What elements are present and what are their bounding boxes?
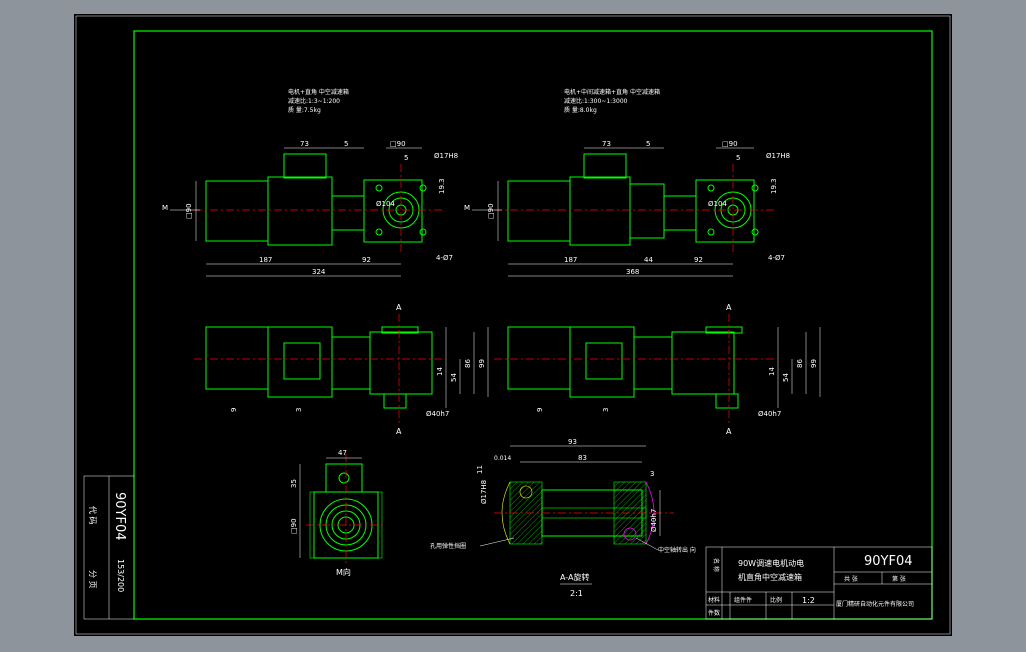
tb-total: 共 张: [844, 575, 858, 583]
ml-d86: 86: [464, 359, 472, 368]
tb-name-label: 名 称: [712, 558, 720, 572]
side-code: 90YF04: [112, 492, 127, 541]
mr-d99: 99: [810, 359, 818, 368]
ml-bore: Ø40h7: [426, 410, 449, 418]
tr-arrow: M: [464, 204, 470, 212]
tl-note-2: 减速比:1:3~1:200: [288, 97, 340, 105]
tl-box: □90: [390, 140, 406, 148]
ml-d3: 3: [295, 408, 303, 412]
tb-count: 件数: [708, 609, 720, 617]
m-view: 47 35 □90 M向: [290, 449, 386, 577]
drawing-sheet: 90YF04 153/200 代 码 分 页 电机+直角 中空减速箱 减速比:1…: [74, 14, 952, 636]
tl-d92: 92: [362, 256, 371, 264]
mr-d14: 14: [768, 367, 776, 376]
tb-sheet: 第 张: [892, 575, 906, 583]
tr-d368: 368: [626, 268, 639, 276]
middle-left-view: A A 9 3 14 54 86 99 Ø40h7: [194, 303, 489, 436]
tb-scale-label: 比例: [770, 596, 782, 604]
cad-drawing: 90YF04 153/200 代 码 分 页 电机+直角 中空减速箱 减速比:1…: [75, 15, 951, 635]
tl-d5: 5: [344, 140, 348, 148]
tl-depth: 19.3: [438, 178, 446, 194]
mr-bore: Ø40h7: [758, 410, 781, 418]
tl-holes: 4-Ø7: [436, 254, 453, 262]
side-strip: 90YF04 153/200 代 码 分 页: [83, 475, 134, 620]
middle-right-view: A A 9 3 14 54 86 99 Ø40h7: [494, 303, 821, 436]
m-d47: 47: [338, 449, 347, 457]
aa-leader-right: 中空轴转出 向: [658, 546, 696, 554]
tr-holes: 4-Ø7: [768, 254, 785, 262]
side-label-page: 分 页: [88, 570, 97, 589]
aa-bore: Ø40h7: [650, 509, 658, 532]
tl-key: 5: [404, 154, 408, 162]
mr-d54: 54: [782, 373, 790, 382]
tr-note-3: 质 量:8.0kg: [564, 106, 597, 114]
tb-name-2: 机直角中空减速箱: [738, 572, 802, 582]
mr-a-top: A: [726, 303, 732, 312]
mr-a-bottom: A: [726, 427, 732, 436]
aa-d3: 3: [650, 470, 654, 478]
top-left-view: 电机+直角 中空减速箱 减速比:1:3~1:200 质 量:7.5kg 73 5…: [162, 88, 458, 277]
m-side: □90: [290, 518, 298, 534]
ml-d54: 54: [450, 373, 458, 382]
tr-shaft: Ø17H8: [766, 152, 790, 160]
tr-key: 5: [736, 154, 740, 162]
aa-d83: 83: [578, 454, 587, 462]
aa-d93: 93: [568, 438, 577, 446]
side-label-code: 代 码: [88, 506, 98, 525]
tr-d5: 5: [646, 140, 650, 148]
ml-a-bottom: A: [396, 427, 402, 436]
tl-note-3: 质 量:7.5kg: [288, 106, 321, 114]
mr-d9: 9: [536, 408, 544, 412]
tr-pcd: Ø104: [708, 200, 727, 208]
mr-d86: 86: [796, 359, 804, 368]
tl-arrow: M: [162, 204, 168, 212]
tl-d324: 324: [312, 268, 326, 276]
outer-border: [75, 15, 951, 635]
m-d35: 35: [290, 479, 298, 488]
tr-d44: 44: [644, 256, 653, 264]
m-caption: M向: [336, 567, 351, 577]
inner-border: [133, 30, 933, 620]
tr-d92: 92: [694, 256, 703, 264]
aa-shaft: Ø17H8: [480, 480, 488, 504]
title-block: 名 称 90W调速电机动电 机直角中空减速箱 90YF04 共 张 第 张 材料…: [705, 546, 933, 620]
tl-shaft: Ø17H8: [434, 152, 458, 160]
tb-code: 90YF04: [864, 554, 913, 569]
tb-company: 厦门精研自动化元件有限公司: [836, 600, 914, 608]
ml-d14: 14: [436, 367, 444, 376]
aa-scale: 2:1: [570, 589, 583, 598]
side-sub: 153/200: [116, 559, 125, 592]
tl-d187: 187: [259, 256, 272, 264]
tl-note-1: 电机+直角 中空减速箱: [288, 88, 349, 96]
tr-depth: 19.3: [770, 178, 778, 194]
section-aa: 93 83 3 11 0.014 Ø17H8 Ø40h7 孔用弹性挡圈 中空轴转…: [430, 438, 696, 598]
tr-note-1: 电机+中间减速箱+直角 中空减速箱: [564, 88, 660, 96]
ml-d99: 99: [478, 359, 486, 368]
aa-leader-left: 孔用弹性挡圈: [430, 542, 466, 550]
tr-d73: 73: [602, 140, 611, 148]
tr-side: □90: [487, 203, 495, 219]
ml-d9: 9: [230, 408, 238, 412]
aa-caption: A-A旋转: [560, 572, 589, 582]
tb-material: 材料: [708, 596, 720, 604]
tb-unit: 组件件: [734, 596, 752, 604]
aa-tol: 0.014: [494, 455, 511, 462]
tb-name-1: 90W调速电机动电: [738, 558, 804, 568]
top-right-view: 电机+中间减速箱+直角 中空减速箱 减速比:1:300~1:3000 质 量:8…: [464, 88, 790, 277]
tl-side: □90: [185, 203, 193, 219]
tr-note-2: 减速比:1:300~1:3000: [564, 97, 628, 105]
tr-box: □90: [722, 140, 738, 148]
tb-scale-value: 1:2: [802, 596, 815, 605]
tl-pcd: Ø104: [376, 200, 395, 208]
tl-d73: 73: [300, 140, 309, 148]
aa-d11: 11: [476, 465, 484, 474]
tr-d187: 187: [564, 256, 577, 264]
mr-d3: 3: [602, 408, 610, 412]
ml-a-top: A: [396, 303, 402, 312]
